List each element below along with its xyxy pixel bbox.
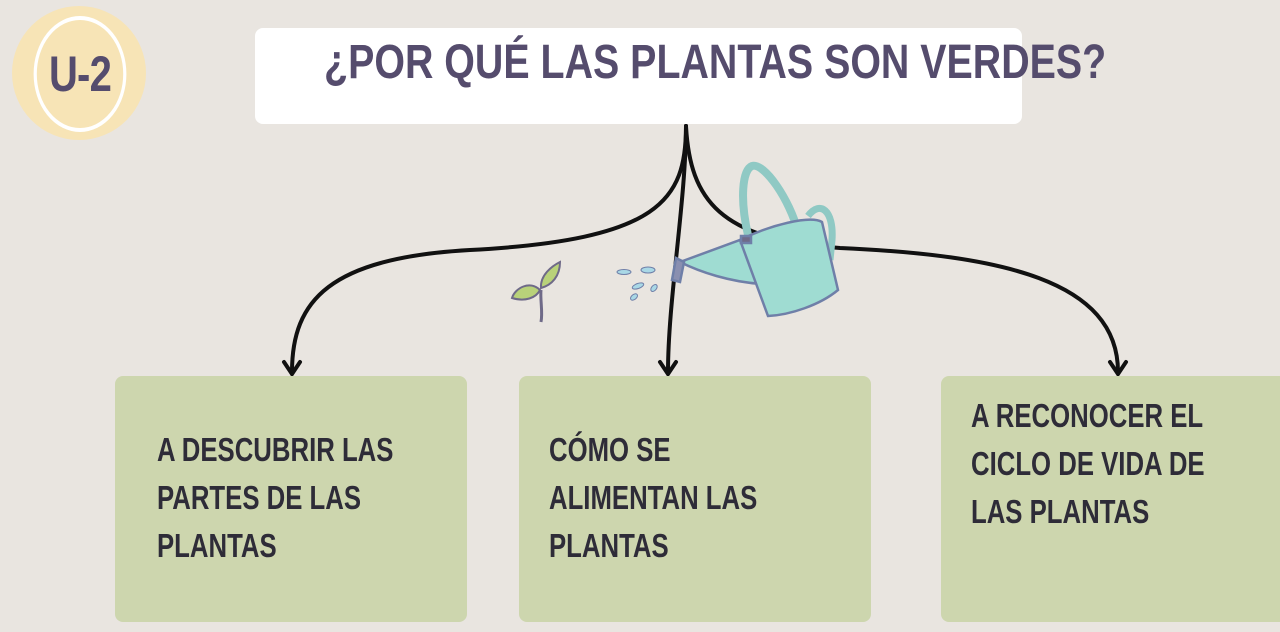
topic-text: A reconocer el ciclo de vida de las plan… [971,397,1205,530]
water-drops-icon [616,266,658,301]
topic-box-lifecycle: A reconocer el ciclo de vida de las plan… [941,376,1280,622]
arrow-middle [666,124,688,374]
title-box: ¿POR QUÉ LAS PLANTAS SON VERDES? [255,28,1106,124]
topic-text: A descubrir las partes de las plantas [157,431,394,564]
watering-can-icon [670,161,840,318]
sprout-icon [510,260,562,323]
unit-badge-label: U-2 [33,16,127,132]
topic-box-feeding: Cómo se alimentan las plantas [519,376,871,622]
topic-box-parts: A descubrir las partes de las plantas [115,376,467,622]
arrow-left [290,124,688,374]
topic-text: Cómo se alimentan las plantas [549,431,758,564]
arrow-right [684,124,1120,374]
unit-badge: U-2 [12,6,146,140]
